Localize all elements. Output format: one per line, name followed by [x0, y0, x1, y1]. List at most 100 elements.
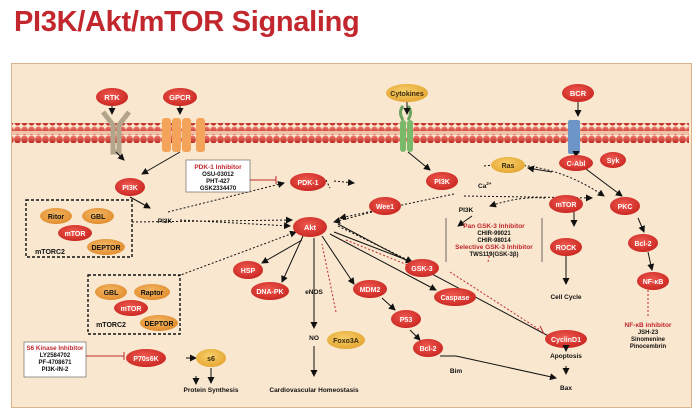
svg-text:GBL: GBL — [91, 214, 107, 221]
svg-text:S6 Kinase Inhibitor: S6 Kinase Inhibitor — [26, 345, 84, 352]
wee1-node: Wee1 — [369, 197, 401, 215]
svg-text:mTOR: mTOR — [121, 306, 142, 313]
dnapk-node: DNA-PK — [251, 282, 289, 300]
no-label: NO — [309, 335, 319, 342]
protein-synthesis-label: Protein Synthesis — [184, 387, 239, 394]
svg-text:C-Abl: C-Abl — [567, 161, 586, 168]
svg-text:PDK-1: PDK-1 — [297, 180, 318, 187]
cabl-node: C-Abl — [559, 155, 593, 171]
pathway-arrows — [108, 102, 655, 385]
svg-text:GBL: GBL — [104, 290, 120, 297]
svg-text:Akt: Akt — [304, 223, 317, 232]
svg-text:DEPTOR: DEPTOR — [91, 245, 120, 252]
page-title: PI3K/Akt/mTOR Signaling — [14, 6, 360, 38]
cell-cycle-label: Cell Cycle — [550, 294, 581, 301]
gpcr-node: GPCR — [163, 88, 197, 106]
rock-node: ROCK — [550, 238, 582, 256]
caspase-node: Caspase — [434, 288, 476, 306]
akt-node: Akt — [293, 217, 327, 237]
svg-text:Ras: Ras — [502, 163, 515, 170]
svg-text:Pan GSK-3 Inhibitor: Pan GSK-3 Inhibitor — [463, 223, 525, 230]
svg-text:PF-4708671: PF-4708671 — [38, 360, 72, 366]
svg-text:Syk: Syk — [607, 158, 620, 165]
outcome-arrows — [207, 345, 570, 384]
pdk1-node: PDK-1 — [290, 173, 326, 191]
hsp-node: HSP — [233, 261, 263, 279]
svg-text:DEPTOR: DEPTOR — [144, 321, 173, 328]
bcr-node: BCR — [562, 84, 594, 102]
inhibition-lines — [86, 176, 649, 360]
bax-label: Bax — [560, 385, 572, 392]
svg-text:P53: P53 — [400, 317, 413, 324]
rtk-node: RTK — [96, 88, 128, 106]
svg-text:GSK-3: GSK-3 — [411, 266, 433, 273]
bcl2-right-node: Bcl-2 — [628, 234, 658, 252]
svg-text:CHIR-98014: CHIR-98014 — [477, 238, 511, 244]
svg-text:GSK2334470: GSK2334470 — [200, 186, 237, 192]
svg-text:RTK: RTK — [104, 93, 120, 102]
cardio-label: Cardiovascular Homeostasis — [269, 387, 359, 394]
svg-text:LY2584702: LY2584702 — [40, 353, 71, 359]
svg-text:Pinocembrin: Pinocembrin — [630, 344, 667, 350]
svg-text:Bcl-2: Bcl-2 — [419, 346, 436, 353]
mtorc1-complex: GBL Raptor mTOR DEPTOR mTORC2 — [87, 274, 181, 335]
svg-text:PI3K: PI3K — [434, 179, 450, 186]
svg-text:BCR: BCR — [570, 89, 587, 98]
svg-text:Caspase: Caspase — [441, 295, 470, 302]
foxo3a-node: Foxo3A — [327, 331, 365, 349]
bim-label: Bim — [450, 368, 463, 375]
svg-text:HSP: HSP — [241, 268, 256, 275]
gsk3-inhibitor-box: Pan GSK-3 Inhibitor CHIR-99021 CHIR-9801… — [445, 218, 543, 262]
svg-text:PKC: PKC — [618, 204, 633, 211]
cell-membrane — [12, 123, 689, 143]
ras-node: Ras — [491, 157, 525, 173]
pi3k-left-node: PI3K — [115, 178, 145, 196]
svg-text:Wee1: Wee1 — [376, 204, 394, 211]
s6-node: s6 — [196, 349, 226, 367]
mtorc2-complex: Ritor GBL mTOR DEPTOR mTORC2 — [25, 199, 133, 258]
svg-text:mTOR: mTOR — [556, 202, 577, 209]
svg-text:PI3K-IN-2: PI3K-IN-2 — [42, 367, 69, 373]
svg-text:mTORC2: mTORC2 — [96, 322, 126, 329]
svg-text:GPCR: GPCR — [169, 93, 191, 102]
svg-text:Selective GSK-3 Inhibitor: Selective GSK-3 Inhibitor — [455, 244, 533, 251]
svg-text:NF-κB inhibitor: NF-κB inhibitor — [625, 322, 672, 329]
svg-text:Ritor: Ritor — [48, 214, 65, 221]
svg-text:PDK-1 Inhibitor: PDK-1 Inhibitor — [194, 164, 242, 171]
apoptosis-label: Apoptosis — [550, 353, 582, 360]
gpcr-receptor-icon — [162, 118, 205, 152]
p70s6k-node: P70s6K — [126, 349, 166, 367]
svg-text:ROCK: ROCK — [556, 245, 577, 252]
svg-text:CHIR-99021: CHIR-99021 — [477, 231, 511, 237]
gsk3-node: GSK-3 — [405, 259, 439, 277]
s6k-inhibitor-box: S6 Kinase Inhibitor LY2584702 PF-4708671… — [23, 341, 87, 378]
svg-text:OSU-03012: OSU-03012 — [202, 172, 234, 178]
svg-text:TWS119(GSK-3β): TWS119(GSK-3β) — [469, 252, 518, 258]
svg-text:Bcl-2: Bcl-2 — [634, 241, 651, 248]
nfkb-node: NF-κB — [637, 272, 669, 290]
svg-text:mTORC2: mTORC2 — [35, 249, 65, 256]
dashed-arrows — [131, 164, 605, 277]
syk-node: Syk — [600, 152, 626, 168]
svg-text:NF-κB: NF-κB — [643, 279, 664, 286]
pi3k-right-node: PI3K — [426, 172, 458, 190]
svg-text:JSH-23: JSH-23 — [638, 330, 659, 336]
pi3k-right-text: PI3K — [459, 207, 474, 214]
svg-text:PI3K: PI3K — [122, 185, 138, 192]
svg-text:P70s6K: P70s6K — [133, 356, 158, 363]
svg-text:Sinomenine: Sinomenine — [631, 337, 666, 343]
mtor-right-node: mTOR — [549, 195, 583, 213]
svg-text:mTOR: mTOR — [65, 231, 86, 238]
calcium-label: Ca2+ — [478, 181, 492, 190]
pkc-node: PKC — [610, 197, 640, 215]
svg-text:DNA-PK: DNA-PK — [256, 289, 283, 296]
svg-text:Cytokines: Cytokines — [390, 91, 424, 98]
bcr-receptor-icon — [568, 120, 580, 154]
p53-node: P53 — [391, 310, 421, 328]
bcl2-bottom-node: Bcl-2 — [413, 339, 443, 357]
pdk1-inhibitor-box: PDK-1 Inhibitor OSU-03012 PHT-427 GSK233… — [185, 159, 251, 193]
enos-label: eNOS — [305, 289, 323, 296]
svg-text:Foxo3A: Foxo3A — [333, 338, 359, 345]
cyclind1-node: CyclinD1 — [545, 330, 587, 348]
